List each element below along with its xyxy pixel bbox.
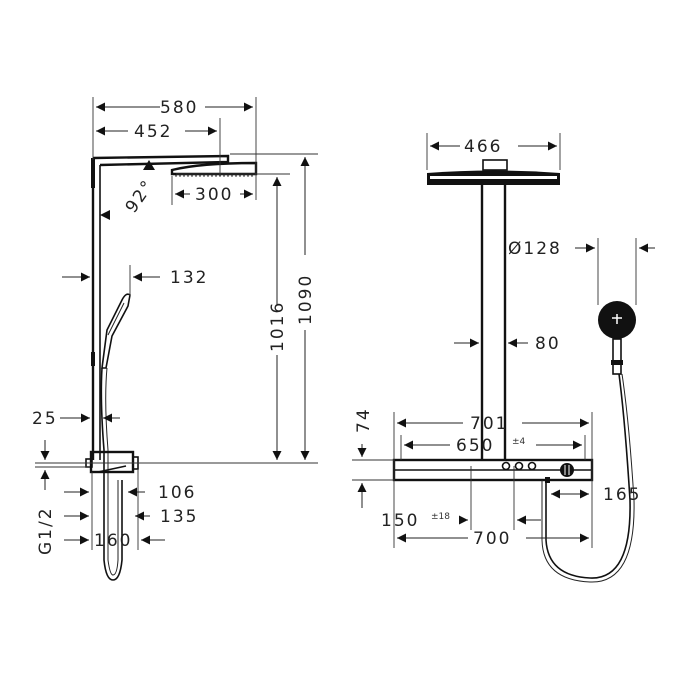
dimension-580: 580 [92,97,257,200]
dim-700-label: 700 [473,529,511,549]
dimension-300: 300 [171,176,253,205]
dim-580-label: 580 [160,98,198,118]
shower-arm [92,154,230,167]
dimension-135: 135 [64,507,198,527]
dimension-74: 74 [352,407,394,508]
dim-1090-label: 1090 [296,274,316,325]
dimension-701: 701 [393,412,593,548]
vertical-pipe [91,158,101,460]
dim-701-label: 701 [470,414,508,434]
dim-466-label: 466 [464,137,502,157]
dim-650-label: 650 [456,436,494,456]
dim-150-label: 150 [381,511,419,531]
dim-160-label: 160 [94,531,132,551]
dimension-80: 80 [454,334,561,354]
dimension-165: 165 [551,485,641,505]
dim-25-label: 25 [32,409,58,429]
dim-74-label: 74 [354,407,374,433]
dimension-1090: 1090 [230,153,318,460]
control-knob-2 [514,461,524,471]
dimension-128: Ø128 [508,238,655,305]
dim-g12-label: G1/2 [36,506,56,555]
thermostat-dial [560,463,574,477]
dim-80-label: 80 [535,334,561,354]
dimension-160: 160 [64,470,165,551]
dim-135-label: 135 [160,507,198,527]
dimension-650: 650 ±4 [400,435,586,460]
dimension-1016: 1016 [176,173,290,460]
dimension-466: 466 [426,133,561,170]
dimension-106: 106 [64,472,196,550]
dim-106-label: 106 [158,483,196,503]
hand-shower-front [598,301,636,375]
dimension-25: 25 [32,409,120,429]
dim-1016-label: 1016 [268,301,288,352]
hose [100,367,123,581]
hand-shower [101,293,131,369]
dim-150-tolerance: ±18 [431,512,450,522]
dim-128-label: Ø128 [508,239,562,259]
control-knob-3 [527,461,537,471]
rain-shower-head-front [427,159,560,185]
hose-front [541,373,635,583]
dimension-132: 132 [62,265,208,296]
front-view: 466 Ø128 80 74 701 [352,133,655,583]
dimension-g12: G1/2 [36,440,56,555]
thermostat-shelf-front [392,458,594,483]
dimension-452: 452 [96,118,221,176]
dim-angle-label: 92° [122,176,159,217]
dim-300-label: 300 [195,185,233,205]
dim-132-label: 132 [170,268,208,288]
dimension-700: 700 [397,529,589,549]
control-knob-1 [501,461,511,471]
dim-452-label: 452 [134,122,172,142]
dimension-150: 150 ±18 [381,466,541,531]
dimension-92-degree: 92° [100,160,159,220]
dim-165-label: 165 [603,485,641,505]
side-view: 580 452 300 92° 132 10 [32,97,318,581]
pipe-front [480,185,507,460]
dim-650-tolerance: ±4 [512,437,526,447]
